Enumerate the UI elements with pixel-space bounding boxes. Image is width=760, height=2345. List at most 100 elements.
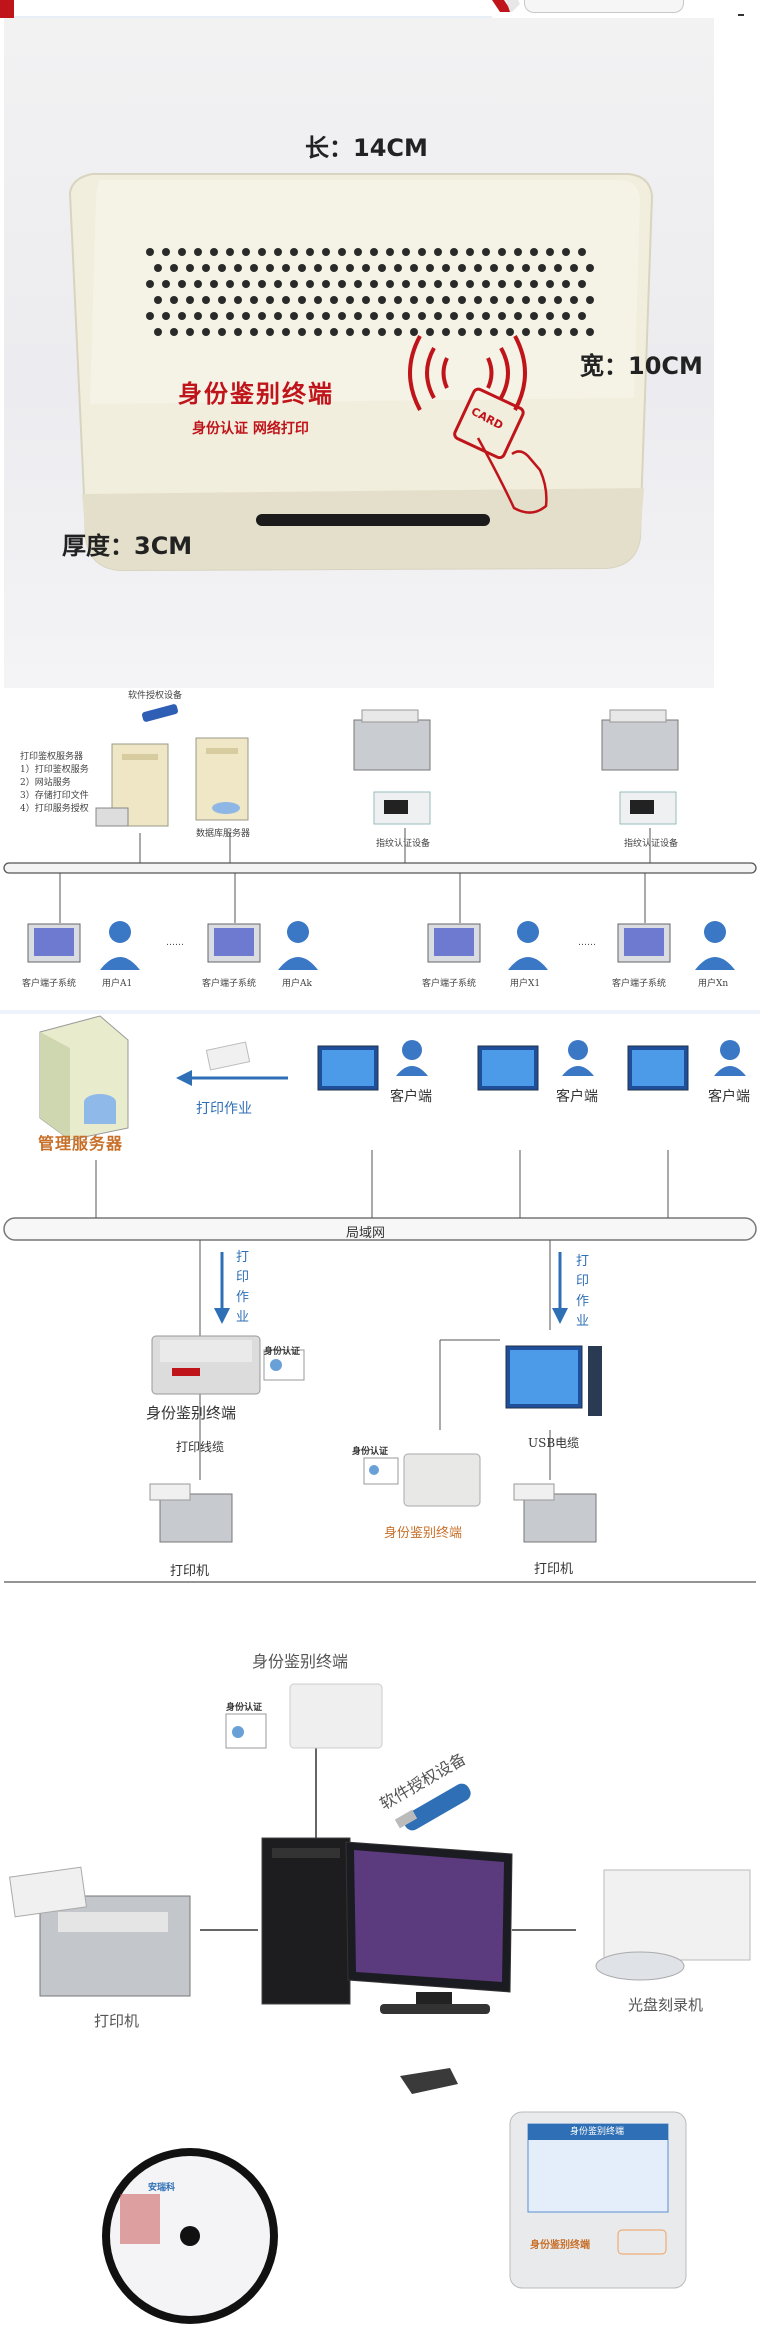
vent-hole <box>266 264 274 272</box>
vent-hole <box>290 248 298 256</box>
vent-hole <box>290 312 298 320</box>
vent-hole <box>394 328 402 336</box>
vent-hole <box>586 328 594 336</box>
usb-cable-label: USB电缆 <box>528 1436 580 1450</box>
server-service-item: 3）存储打印文件 <box>20 791 89 801</box>
vent-hole <box>274 312 282 320</box>
vent-hole <box>546 280 554 288</box>
vent-hole <box>378 296 386 304</box>
vent-hole <box>234 264 242 272</box>
vent-hole <box>522 296 530 304</box>
id-auth-right: 身份认证 <box>352 1447 389 1457</box>
vent-hole <box>362 296 370 304</box>
vent-hole <box>562 312 570 320</box>
vent-hole <box>506 328 514 336</box>
topology-diagram-1-lines <box>3 704 757 970</box>
vent-hole <box>298 328 306 336</box>
vent-hole <box>498 312 506 320</box>
vent-hole <box>226 248 234 256</box>
vent-hole <box>466 280 474 288</box>
terminal-brand: 身份鉴别终端 <box>530 2240 590 2251</box>
vent-hole <box>402 312 410 320</box>
vent-hole <box>418 280 426 288</box>
vent-hole <box>194 280 202 288</box>
vent-hole <box>586 296 594 304</box>
vent-hole <box>450 248 458 256</box>
vent-hole <box>194 312 202 320</box>
vent-hole <box>378 328 386 336</box>
top-strip-line <box>14 16 492 18</box>
vent-hole <box>442 296 450 304</box>
vent-hole <box>242 312 250 320</box>
vent-hole <box>250 296 258 304</box>
vent-hole <box>162 280 170 288</box>
vent-hole <box>330 296 338 304</box>
print-cable-label: 打印线缆 <box>176 1440 225 1454</box>
vent-hole <box>570 264 578 272</box>
vent-hole <box>546 248 554 256</box>
topology-diagram-1: 软件授权设备 打印鉴权服务器 1）打印鉴权服务 2）网站服务 3）存储打印文件 … <box>0 688 760 1010</box>
vent-hole <box>362 328 370 336</box>
vent-hole <box>458 264 466 272</box>
standalone-setup-illustration <box>9 1683 751 2324</box>
vent-hole <box>242 248 250 256</box>
thickness-label: 厚度：3CM <box>62 532 193 560</box>
vent-hole <box>210 280 218 288</box>
vent-hole <box>338 280 346 288</box>
server-service-item: 1）打印鉴权服务 <box>20 765 89 775</box>
vent-hole <box>354 248 362 256</box>
vent-hole <box>442 328 450 336</box>
vent-hole <box>186 328 194 336</box>
print-job-vertical-right: 打印作业 <box>576 1254 590 1329</box>
vent-hole <box>450 280 458 288</box>
vent-hole <box>578 280 586 288</box>
client-label: 客户端子系统 <box>22 979 77 989</box>
width-label: 宽：10CM <box>580 352 703 380</box>
vent-hole <box>202 296 210 304</box>
vent-hole <box>178 312 186 320</box>
device-illustration <box>68 173 654 572</box>
vent-hole <box>490 328 498 336</box>
vent-hole <box>202 328 210 336</box>
server-service-item: 2）网站服务 <box>20 778 71 788</box>
vent-hole <box>242 280 250 288</box>
vent-hole <box>434 248 442 256</box>
vent-hole <box>546 312 554 320</box>
vent-hole <box>482 248 490 256</box>
server-services: 打印鉴权服务器 1）打印鉴权服务 2）网站服务 3）存储打印文件 4）打印服务授… <box>20 751 89 816</box>
user-label: 用户X1 <box>510 979 541 989</box>
disc-brand: 安瑞科 <box>148 2183 176 2193</box>
client-label: 客户端子系统 <box>422 979 477 989</box>
device-photo-section: 长：14CM 宽：10CM 厚度：3CM 身份鉴别终端 身份认证 网络打印 CA… <box>0 18 760 688</box>
vent-hole <box>154 296 162 304</box>
vent-hole <box>466 248 474 256</box>
vent-hole <box>450 312 458 320</box>
vent-hole <box>178 248 186 256</box>
vent-hole <box>330 328 338 336</box>
printer-left-label: 打印机 <box>170 1564 210 1579</box>
vent-hole <box>530 280 538 288</box>
vent-hole <box>498 248 506 256</box>
vent-hole <box>306 248 314 256</box>
vent-hole <box>146 312 154 320</box>
vent-hole <box>170 296 178 304</box>
mgmt-server-label: 管理服务器 <box>38 1134 124 1153</box>
disc-burner-label: 光盘刻录机 <box>628 1996 704 2014</box>
vent-hole <box>338 248 346 256</box>
vent-hole <box>522 328 530 336</box>
vent-hole <box>354 312 362 320</box>
vent-hole <box>170 328 178 336</box>
vent-hole <box>402 280 410 288</box>
vent-hole <box>386 280 394 288</box>
vent-hole <box>562 248 570 256</box>
device-title: 身份鉴别终端 <box>178 380 334 408</box>
terminal-screen-title: 身份鉴别终端 <box>570 2127 625 2137</box>
vent-hole <box>218 264 226 272</box>
vent-hole <box>178 280 186 288</box>
vent-hole <box>194 248 202 256</box>
vent-hole <box>186 264 194 272</box>
vent-hole <box>538 296 546 304</box>
auth-terminal-left: 身份鉴别终端 <box>146 1404 237 1422</box>
vent-hole <box>426 328 434 336</box>
client-label: 客户端 <box>390 1089 432 1105</box>
